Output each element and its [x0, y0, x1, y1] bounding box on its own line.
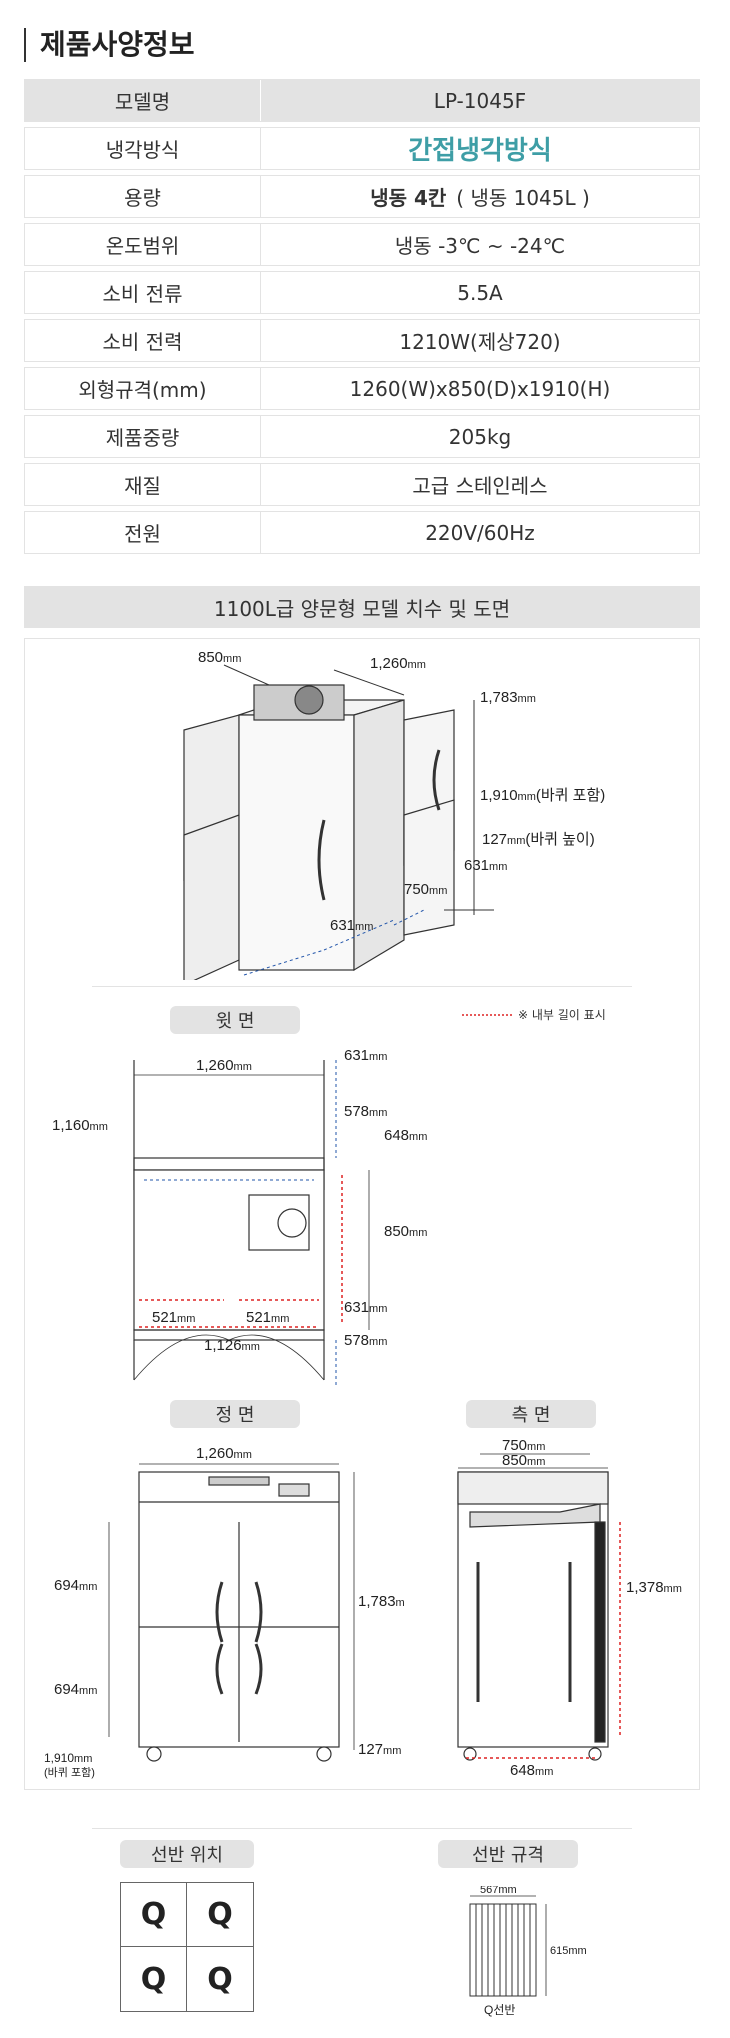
shelf-width: 567mm: [480, 1886, 517, 1896]
spec-label: 냉각방식: [25, 128, 261, 169]
spec-row-weight: 제품중량 205kg: [24, 415, 700, 458]
spec-label: 용량: [25, 176, 261, 217]
shelf-position-grid: Q Q Q Q: [120, 1882, 254, 2012]
spec-row-material: 재질 고급 스테인레스: [24, 463, 700, 506]
shelf-position-label: 선반 위치: [120, 1840, 254, 1868]
iso-width: 1,260mm: [370, 655, 426, 672]
spec-row-size: 외형규격(mm) 1260(W)x850(D)x1910(H): [24, 367, 700, 410]
spec-row-current: 소비 전류 5.5A: [24, 271, 700, 314]
spec-value: 1210W(제상720): [399, 330, 561, 354]
shelf-cell: Q: [207, 1961, 233, 1997]
front-upper: 694mm: [54, 1577, 97, 1594]
divider: [92, 986, 632, 987]
spec-label: 모델명: [25, 80, 261, 121]
spec-value: 고급 스테인레스: [412, 474, 548, 498]
spec-row-temp: 온도범위 냉동 -3℃ ~ -24℃: [24, 223, 700, 266]
shelf-spec-label: 선반 규격: [438, 1840, 578, 1868]
spec-row-model: 모델명 LP-1045F: [24, 79, 700, 122]
spec-value-accent: 간접냉각방식: [408, 136, 552, 166]
spec-value: LP-1045F: [433, 88, 527, 113]
side-view-drawing: 750mm 850mm 1,378mm 648mm: [457, 1437, 682, 1779]
legend-dotted-line: [462, 1014, 512, 1016]
top-width: 1,260mm: [196, 1057, 252, 1074]
legend-note: ※ 내부 길이 표시: [518, 1008, 606, 1022]
shelf-cell: Q: [121, 1883, 187, 1947]
front-width: 1,260mm: [196, 1445, 252, 1462]
spec-value: 205kg: [448, 424, 512, 449]
top-view-drawing: 1,260mm 1,160mm 631mm 578mm 648mm 850mm …: [52, 1047, 427, 1385]
spec-label: 온도범위: [25, 224, 261, 265]
iso-drawing: 850mm 1,260mm 1,783mm 1,910mm(바퀴 포함) 127…: [183, 649, 605, 980]
front-height-total: 1,910mm: [44, 1751, 92, 1765]
iso-depth: 850mm: [198, 649, 241, 666]
side-depth: 850mm: [502, 1452, 545, 1469]
spec-label: 재질: [25, 464, 261, 505]
capacity-bold: 냉동 4칸: [370, 186, 447, 210]
shelf-name: Q선반: [484, 2003, 515, 2017]
shelf-depth: 615mm: [550, 1945, 587, 1957]
top-left-half: 521mm: [152, 1309, 195, 1326]
side-bottom-depth: 648mm: [510, 1762, 553, 1779]
top-view-label: 윗 면: [170, 1006, 300, 1034]
page-title: 제품사양정보: [24, 28, 195, 62]
front-lower: 694mm: [54, 1681, 97, 1698]
top-swing: 1,126mm: [204, 1337, 260, 1354]
side-view-label: 측 면: [466, 1400, 596, 1428]
spec-label: 전원: [25, 512, 261, 553]
spec-label: 외형규격(mm): [25, 368, 261, 409]
top-inner-width: 1,160mm: [52, 1117, 108, 1134]
iso-height-total: 1,910mm(바퀴 포함): [480, 787, 605, 804]
spec-row-cooling: 냉각방식 간접냉각방식: [24, 127, 700, 170]
spec-value: 냉동 4칸 ( 냉동 1045L ): [261, 176, 699, 217]
shelf-cell: Q: [121, 1947, 187, 2011]
spec-label: 소비 전류: [25, 272, 261, 313]
front-height-body: 1,783mm: [358, 1593, 404, 1610]
top-depth: 850mm: [384, 1223, 427, 1240]
shelf-cell: Q: [187, 1883, 253, 1947]
iso-height-body: 1,783mm: [480, 689, 536, 706]
top-door-upper-sub: 578mm: [344, 1103, 387, 1120]
spec-row-capacity: 용량 냉동 4칸 ( 냉동 1045L ): [24, 175, 700, 218]
front-wheel: 127mm: [358, 1741, 401, 1758]
spec-label: 제품중량: [25, 416, 261, 457]
spec-value: 1260(W)x850(D)x1910(H): [349, 376, 611, 401]
spec-table: 모델명 LP-1045F 냉각방식 간접냉각방식 용량 냉동 4칸 ( 냉동 10…: [24, 79, 700, 559]
top-door-lower: 631mm: [344, 1299, 387, 1316]
divider: [92, 1828, 632, 1829]
capacity-detail: ( 냉동 1045L ): [456, 186, 590, 210]
spec-row-power: 소비 전력 1210W(제상720): [24, 319, 700, 362]
iso-wheel: 127mm(바퀴 높이): [482, 831, 595, 848]
iso-inner-depth: 750mm: [404, 881, 447, 898]
top-door-lower-sub: 578mm: [344, 1332, 387, 1349]
spec-value: 220V/60Hz: [425, 520, 535, 545]
iso-door-side: 631mm: [464, 857, 507, 874]
side-inner-depth: 750mm: [502, 1437, 545, 1454]
top-door-upper: 631mm: [344, 1047, 387, 1064]
side-inner-height: 1,378mm: [626, 1579, 682, 1596]
spec-row-power-supply: 전원 220V/60Hz: [24, 511, 700, 554]
spec-label: 소비 전력: [25, 320, 261, 361]
drawing-section-title: 1100L급 양문형 모델 치수 및 도면: [24, 586, 700, 628]
front-view-label: 정 면: [170, 1400, 300, 1428]
front-height-total-note: (바퀴 포함): [44, 1766, 95, 1779]
front-view-drawing: 1,260mm 694mm 694mm 1,783mm 127mm 1,910m…: [44, 1445, 404, 1779]
top-inner-depth: 648mm: [384, 1127, 427, 1144]
top-right-half: 521mm: [246, 1309, 289, 1326]
spec-value: 5.5A: [457, 280, 503, 305]
iso-door-front: 631mm: [330, 917, 373, 934]
spec-value: 냉동 -3℃ ~ -24℃: [394, 234, 566, 258]
shelf-spec-drawing: 567mm 615mm Q선반: [469, 1886, 587, 2017]
